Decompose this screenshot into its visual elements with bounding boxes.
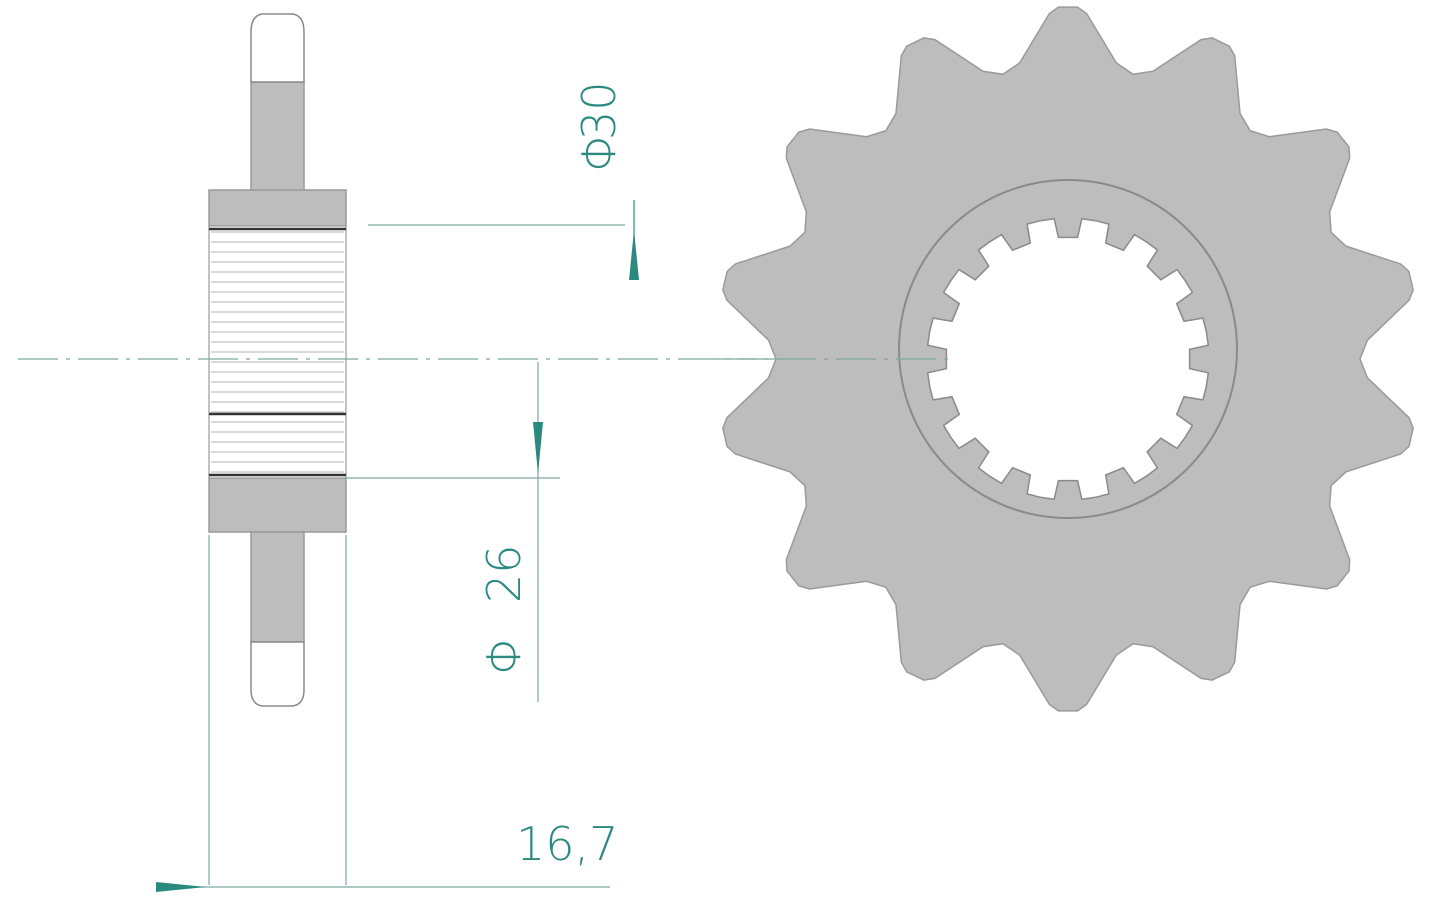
bore-diameter-symbol: Φ [477, 635, 531, 675]
bore-diameter-dimension: Φ 26 [346, 362, 560, 702]
hub-circle [898, 179, 1238, 519]
spline-bore [926, 217, 1210, 501]
spline-grooves [209, 227, 346, 477]
lower-tooth-tip [250, 641, 305, 707]
arrow-head [629, 230, 639, 280]
arrow-head [156, 882, 206, 892]
hub-upper-band [208, 189, 347, 227]
arrow-head [533, 422, 543, 474]
sprocket-front-view [722, 6, 1414, 712]
sprocket-side-view [208, 13, 347, 707]
lower-tooth-root [250, 531, 305, 643]
upper-tooth-tip [250, 13, 305, 83]
width-value: 16,7 [516, 817, 618, 871]
outer-diameter-value: 30 [572, 81, 626, 140]
upper-tooth-root [250, 81, 305, 191]
outer-diameter-dimension: Φ 30 [368, 81, 639, 280]
hub-lower-band [208, 477, 347, 533]
outer-diameter-symbol: Φ [572, 132, 626, 172]
width-dimension: 16,7 [156, 535, 618, 892]
bore-diameter-value: 26 [477, 544, 531, 603]
